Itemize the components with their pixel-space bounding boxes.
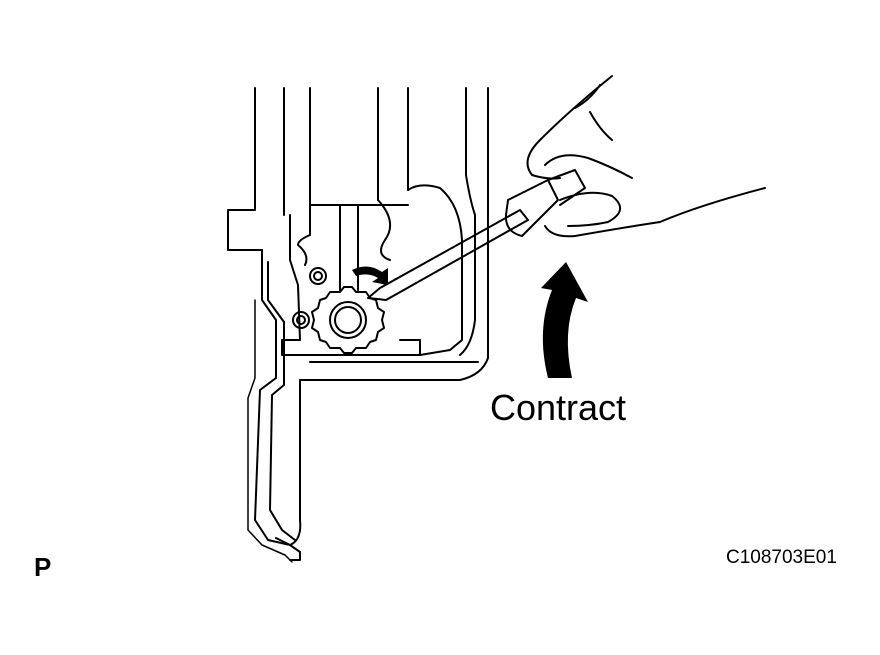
figure-code: C108703E01: [726, 547, 837, 568]
action-label: Contract: [490, 387, 627, 428]
contract-arrow: [541, 262, 588, 378]
hand: [526, 75, 766, 238]
view-marker: P: [34, 552, 52, 582]
rotation-arrow: [352, 266, 388, 285]
pump-gear: [292, 267, 385, 354]
housing: [227, 87, 489, 563]
